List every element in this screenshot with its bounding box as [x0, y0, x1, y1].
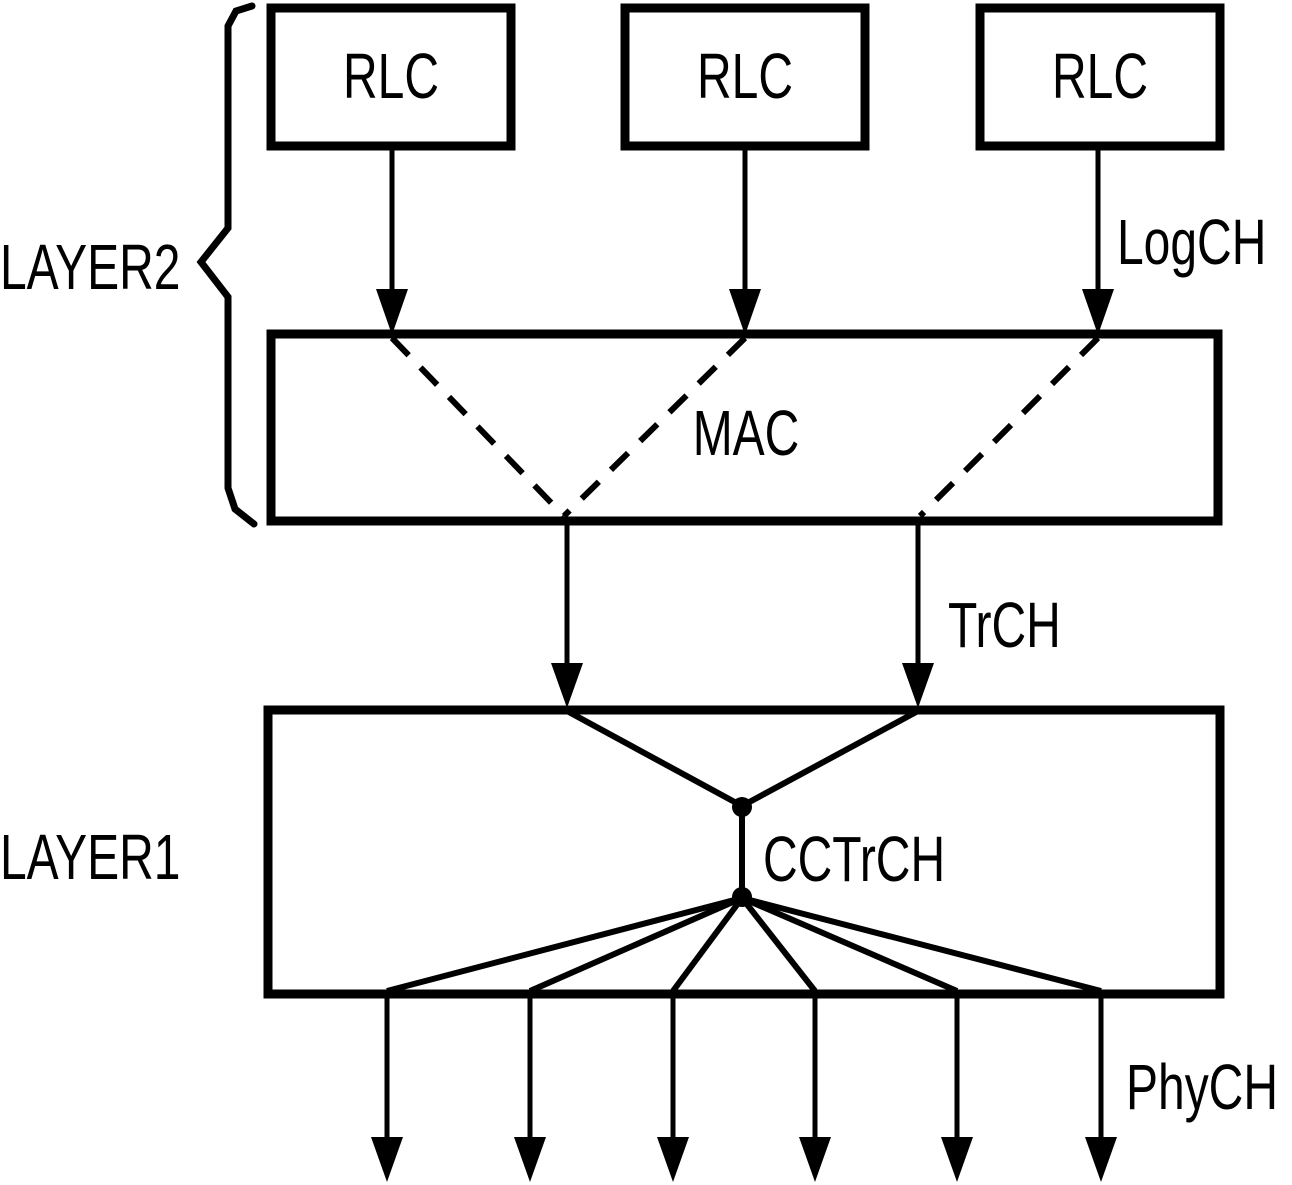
phych-fan-line-1	[386, 895, 743, 994]
rlc-arrow-2-head	[729, 289, 761, 335]
trch-arrow-right-head	[902, 663, 934, 708]
rlc-arrow-3-head	[1082, 289, 1114, 335]
logch-channel-label: LogCH	[1117, 206, 1266, 277]
trch-channel-label: TrCH	[948, 589, 1061, 660]
cctrch-junction-dot-bottom	[732, 887, 752, 907]
mac-box-label: MAC	[693, 397, 800, 468]
phych-arrow-2-head	[514, 1137, 546, 1182]
phych-fan-line-2	[528, 895, 744, 994]
layer2-brace	[196, 2, 258, 528]
diagram-labels: LAYER2 LAYER1 RLC RLC RLC MAC CCTrCH Log…	[0, 40, 1278, 1122]
trch-arrow-left-head	[551, 663, 583, 708]
mac-dashed-route-3	[917, 335, 1101, 519]
layer2-label: LAYER2	[0, 231, 180, 302]
cctrch-funnel-left	[565, 708, 744, 809]
cctrch-label: CCTrCH	[763, 823, 945, 894]
rlc-arrow-1-head	[376, 289, 408, 335]
phych-channel-label: PhyCH	[1126, 1051, 1278, 1122]
phych-arrow-6-head	[1085, 1137, 1117, 1182]
rlc-box-2-label: RLC	[697, 40, 793, 111]
diagram-fills	[371, 289, 1117, 1182]
cctrch-funnel-right	[740, 708, 920, 809]
rlc-box-3-label: RLC	[1052, 40, 1148, 111]
phych-fan-line-6	[741, 895, 1102, 994]
phych-arrow-4-head	[799, 1137, 831, 1182]
phych-fan-line-4	[739, 896, 818, 993]
phych-arrow-5-head	[941, 1137, 973, 1182]
mac-box	[266, 329, 1223, 526]
rlc-box-1-label: RLC	[343, 40, 439, 111]
diagram-linework	[196, 2, 1225, 1139]
layer1-label: LAYER1	[0, 821, 180, 892]
mac-dashed-route-1	[389, 335, 567, 519]
phych-arrow-1-head	[371, 1137, 403, 1182]
phych-fan-line-5	[740, 895, 959, 994]
phych-arrow-3-head	[657, 1137, 689, 1182]
cctrch-junction-dot-top	[732, 797, 752, 817]
phych-fan-line-3	[670, 896, 745, 993]
mac-dashed-route-2	[561, 335, 748, 519]
